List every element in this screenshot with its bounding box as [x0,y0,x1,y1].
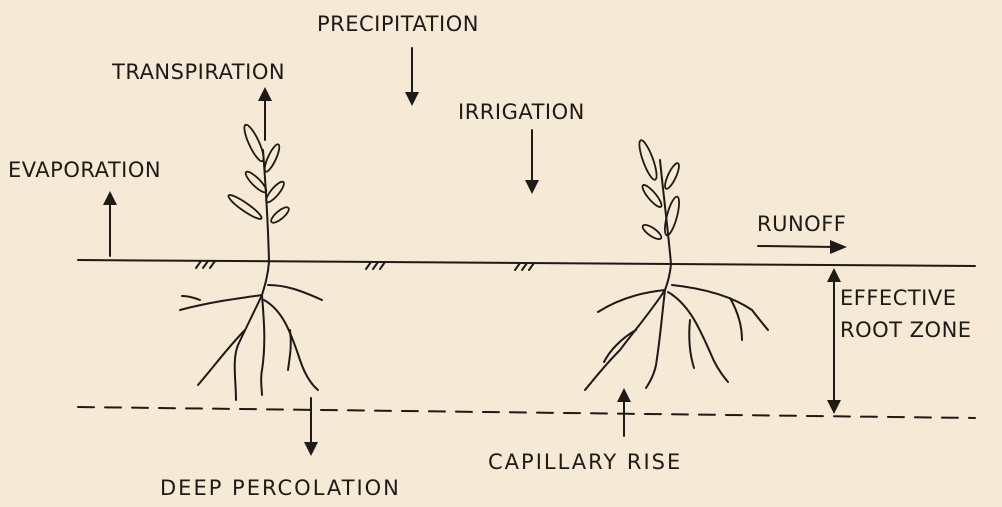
root-zone-bottom-dashed-line [78,407,975,418]
deep-percolation-label: DEEP PERCOLATION [160,478,401,499]
deep-percolation-arrow [304,398,318,456]
right-plant-stem [660,160,671,264]
precipitation-label: PRECIPITATION [317,14,479,35]
capillary-rise-label: CAPILLARY RISE [488,452,682,473]
right-plant-roots [585,264,768,390]
irrigation-arrow [525,130,539,194]
runoff-label: RUNOFF [757,214,846,235]
left-plant-roots [180,262,322,400]
effective-root-zone-label-line2: ROOT ZONE [840,320,972,341]
evaporation-arrow [103,191,117,256]
runoff-arrow [758,240,847,254]
transpiration-arrow [258,87,272,140]
precipitation-arrow [405,48,419,106]
transpiration-label: TRANSPIRATION [112,62,285,83]
left-plant-stem [263,150,269,262]
effective-root-zone-label-line1: EFFECTIVE [840,288,957,309]
irrigation-label: IRRIGATION [458,102,585,123]
capillary-rise-arrow [617,388,631,436]
effective-root-zone-arrow [827,268,841,414]
evaporation-label: EVAPORATION [8,160,161,181]
